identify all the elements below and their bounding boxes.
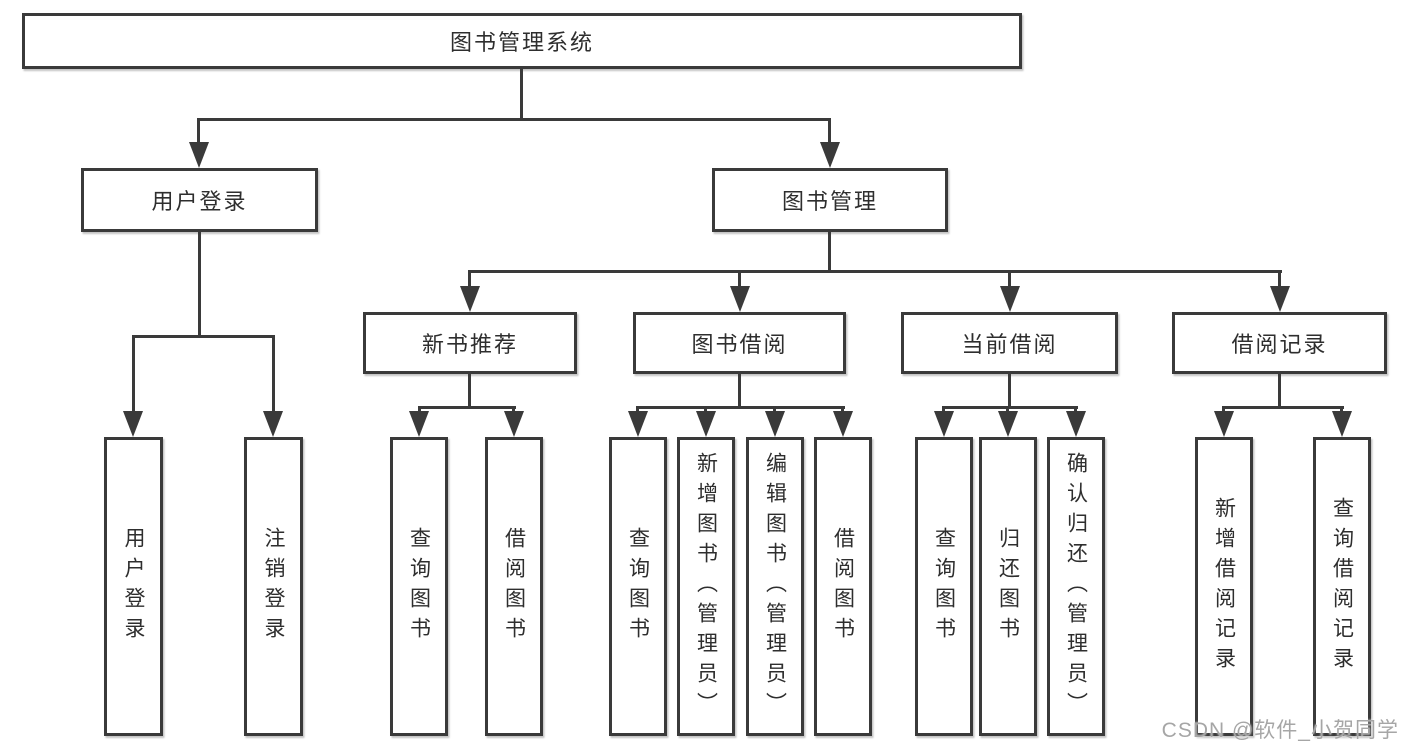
node-label-root: 图书管理系统 (449, 30, 594, 55)
leaf-label-cb-return-books: 归还图书 (996, 526, 1020, 647)
arrow-to-login-leaf (123, 411, 143, 437)
connector-stem-bb-add (704, 406, 707, 414)
arrow-to-br-add (1214, 411, 1234, 437)
connector-stem-new-books (468, 270, 471, 288)
arrow-to-cb-return (998, 411, 1018, 437)
leaf-logout: 注销登录 (244, 437, 303, 736)
connector-stem-user-login (197, 118, 200, 145)
leaf-cb-query-books: 查询图书 (915, 437, 973, 736)
node-book-borrowing: 图书借阅 (633, 312, 846, 374)
connector-stem-nb-borrow (512, 406, 515, 414)
leaf-label-bb-add-books-admin: 新增图书（管理员） (694, 451, 718, 722)
connector-new-books-horizontal (418, 406, 516, 409)
connector-user-login-vertical (198, 232, 201, 335)
node-label-new-book-recommendation: 新书推荐 (421, 332, 518, 357)
connector-stem-cb-return (1006, 406, 1009, 414)
connector-stem-borrowing-records (1278, 270, 1281, 288)
node-label-current-borrowing: 当前借阅 (961, 332, 1058, 357)
leaf-label-bb-query-books: 查询图书 (626, 526, 650, 647)
arrow-to-nb-query (409, 411, 429, 437)
connector-book-borrowing-vertical (738, 374, 741, 409)
arrow-to-bb-add (696, 411, 716, 437)
leaf-label-cb-confirm-return-admin: 确认归还（管理员） (1064, 451, 1088, 722)
csdn-watermark: CSDN @软件_小贺同学 (1161, 719, 1399, 742)
arrow-to-bb-query (628, 411, 648, 437)
node-user-login: 用户登录 (81, 168, 318, 232)
leaf-br-query-record: 查询借阅记录 (1313, 437, 1371, 736)
leaf-bb-add-books-admin: 新增图书（管理员） (677, 437, 735, 736)
arrow-to-book-borrowing (730, 286, 750, 312)
leaf-bb-query-books: 查询图书 (609, 437, 667, 736)
arrow-to-current-borrowing (1000, 286, 1020, 312)
connector-stem-book-borrowing (738, 270, 741, 288)
connector-borrowing-records-vertical (1278, 374, 1281, 409)
leaf-label-bb-borrow-books: 借阅图书 (831, 526, 855, 647)
node-book-management: 图书管理 (712, 168, 948, 232)
arrow-to-cb-query (934, 411, 954, 437)
connector-borrowing-records-horizontal (1223, 406, 1344, 409)
leaf-nb-borrow-books: 借阅图书 (485, 437, 543, 736)
connector-stem-bb-borrow (841, 406, 844, 414)
connector-current-borrowing-vertical (1008, 374, 1011, 409)
node-label-book-borrowing: 图书借阅 (691, 332, 788, 357)
node-new-book-recommendation: 新书推荐 (363, 312, 577, 374)
connector-stem-bb-edit (773, 406, 776, 414)
connector-book-management-horizontal (469, 270, 1282, 273)
connector-stem-bb-query (636, 406, 639, 414)
connector-book-management-vertical (828, 232, 831, 270)
connector-stem-cb-confirm (1074, 406, 1077, 414)
leaf-label-bb-edit-books-admin: 编辑图书（管理员） (763, 451, 787, 722)
connector-current-borrowing-horizontal (943, 406, 1078, 409)
leaf-label-nb-borrow-books: 借阅图书 (502, 526, 526, 647)
arrow-to-bb-edit (765, 411, 785, 437)
connector-root-horizontal (197, 118, 831, 121)
node-borrowing-records: 借阅记录 (1172, 312, 1387, 374)
connector-root-vertical (520, 69, 523, 118)
connector-stem-current-borrowing (1008, 270, 1011, 288)
leaf-label-br-add-record: 新增借阅记录 (1212, 496, 1236, 677)
node-label-borrowing-records: 借阅记录 (1231, 332, 1328, 357)
node-label-user-login: 用户登录 (151, 189, 248, 214)
arrow-to-borrowing-records (1270, 286, 1290, 312)
leaf-br-add-record: 新增借阅记录 (1195, 437, 1253, 736)
node-label-book-management: 图书管理 (781, 189, 878, 214)
connector-new-books-vertical (468, 374, 471, 409)
arrow-to-bb-borrow (833, 411, 853, 437)
arrow-to-logout-leaf (263, 411, 283, 437)
node-library-management-system: 图书管理系统 (22, 13, 1022, 69)
leaf-label-cb-query-books: 查询图书 (932, 526, 956, 647)
arrow-to-cb-confirm (1066, 411, 1086, 437)
connector-stem-nb-query (418, 406, 421, 414)
connector-stem-book-management (828, 118, 831, 145)
connector-stem-br-add (1222, 406, 1225, 414)
leaf-cb-confirm-return-admin: 确认归还（管理员） (1047, 437, 1105, 736)
arrow-to-user-login (189, 142, 209, 168)
leaf-nb-query-books: 查询图书 (390, 437, 448, 736)
arrow-to-nb-borrow (504, 411, 524, 437)
leaf-user-login: 用户登录 (104, 437, 163, 736)
leaf-label-br-query-record: 查询借阅记录 (1330, 496, 1354, 677)
leaf-bb-edit-books-admin: 编辑图书（管理员） (746, 437, 804, 736)
connector-stem-br-query (1340, 406, 1343, 414)
arrow-to-book-management (820, 142, 840, 168)
connector-book-borrowing-horizontal (637, 406, 845, 409)
connector-user-login-horizontal (132, 335, 275, 338)
leaf-label-nb-query-books: 查询图书 (407, 526, 431, 647)
leaf-label-user-login: 用户登录 (122, 526, 145, 647)
arrow-to-br-query (1332, 411, 1352, 437)
connector-stem-logout-leaf (272, 335, 275, 412)
node-current-borrowing: 当前借阅 (901, 312, 1118, 374)
connector-stem-login-leaf (132, 335, 135, 412)
connector-stem-cb-query (942, 406, 945, 414)
leaf-label-logout: 注销登录 (262, 526, 285, 647)
arrow-to-new-books (460, 286, 480, 312)
leaf-cb-return-books: 归还图书 (979, 437, 1037, 736)
leaf-bb-borrow-books: 借阅图书 (814, 437, 872, 736)
